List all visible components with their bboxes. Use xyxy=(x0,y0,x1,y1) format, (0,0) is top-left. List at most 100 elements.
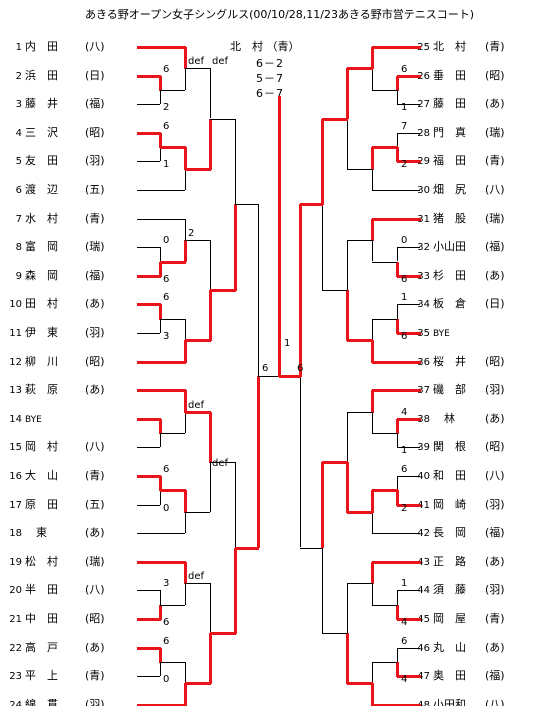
bracket-line xyxy=(159,476,162,492)
bracket-line xyxy=(372,489,398,493)
bracket-line xyxy=(347,67,373,71)
bracket-line xyxy=(137,590,160,592)
bracket-line xyxy=(397,274,421,278)
match-score: 0 xyxy=(163,235,170,247)
bracket-line xyxy=(397,590,420,592)
player-club: (福) xyxy=(85,268,105,282)
bracket-line xyxy=(397,476,420,477)
player-name: 三 沢 xyxy=(25,125,58,139)
bracket-line xyxy=(209,411,212,463)
player-number: 24 xyxy=(9,699,22,706)
player-number: 46 xyxy=(417,642,430,654)
bracket-line xyxy=(279,374,301,378)
player-club: (あ) xyxy=(85,383,105,397)
bracket-line xyxy=(160,89,161,105)
player-name: 東 xyxy=(25,526,47,540)
player-number: 32 xyxy=(417,242,430,254)
bracket-line xyxy=(210,68,211,119)
bracket-line xyxy=(185,511,210,513)
player-club: (日) xyxy=(485,297,505,311)
player-club: (瑞) xyxy=(485,211,505,225)
bracket-line xyxy=(137,131,161,135)
match-score: 6 xyxy=(163,617,170,628)
player-name: 林 xyxy=(433,411,455,425)
player-club: (羽) xyxy=(485,383,505,397)
player-number: 3 xyxy=(15,99,22,111)
bracket-line xyxy=(184,390,187,413)
player-club: (瑞) xyxy=(85,554,105,568)
bracket-line xyxy=(347,118,348,169)
bracket-line xyxy=(396,490,399,506)
player-name: 板 倉 xyxy=(433,297,466,311)
player-name: 杉 田 xyxy=(433,268,466,282)
player-club: (青) xyxy=(85,211,105,225)
bracket-line xyxy=(322,460,348,464)
player-name: 藤 井 xyxy=(25,97,58,111)
match-score: 6 xyxy=(401,63,408,75)
bracket-line xyxy=(372,583,373,605)
player-club: (青) xyxy=(85,469,105,482)
bracket-line xyxy=(184,561,187,585)
match-score: 0 xyxy=(163,502,170,514)
bracket-line xyxy=(397,89,398,105)
bracket-line xyxy=(372,433,397,435)
player-club: (昭) xyxy=(85,612,105,625)
player-number: 30 xyxy=(417,185,430,196)
bracket-line xyxy=(160,490,161,505)
final-score-set2: 5－7 xyxy=(256,72,284,85)
bracket-line xyxy=(160,661,161,677)
bracket-line xyxy=(372,68,373,90)
bracket-line xyxy=(372,604,397,606)
bracket-line xyxy=(185,318,186,341)
player-club: (青) xyxy=(485,40,505,53)
player-name: 柳 川 xyxy=(25,354,58,368)
bracket-line xyxy=(347,583,348,634)
match-score: def xyxy=(188,399,205,411)
bracket-line xyxy=(235,461,236,548)
match-score: def xyxy=(212,56,229,67)
bracket-line xyxy=(372,89,397,91)
match-score: 6 xyxy=(297,363,304,374)
player-number: 25 xyxy=(417,42,430,53)
bracket-line xyxy=(160,146,186,150)
bracket-line xyxy=(159,132,162,149)
bracket-line xyxy=(235,204,258,206)
bracket-line xyxy=(184,683,187,706)
bracket-line xyxy=(185,68,210,70)
player-name: 田 村 xyxy=(25,297,58,311)
bracket-line xyxy=(137,104,160,106)
player-club: (八) xyxy=(485,697,505,706)
bracket-line xyxy=(185,583,210,585)
player-name: 平 上 xyxy=(25,669,58,683)
player-club: (五) xyxy=(85,183,105,196)
bracket-line xyxy=(210,289,236,293)
bracket-line xyxy=(137,504,160,506)
player-name: 渡 辺 xyxy=(25,183,58,196)
player-number: 28 xyxy=(417,127,430,139)
bracket-line xyxy=(235,118,236,205)
bracket-line xyxy=(372,46,421,49)
match-score: 1 xyxy=(284,338,291,349)
bracket-line xyxy=(322,633,347,635)
bracket-line xyxy=(159,75,162,91)
bracket-line xyxy=(210,583,211,634)
player-number: 11 xyxy=(9,328,22,339)
player-name: 富 岡 xyxy=(25,240,58,254)
bracket-line xyxy=(321,461,324,549)
bracket-line xyxy=(372,318,373,341)
match-score: 0 xyxy=(401,235,408,247)
bracket-line xyxy=(300,203,323,207)
player-club: (羽) xyxy=(85,154,105,168)
player-entry: 18 東(あ) xyxy=(8,526,104,540)
bracket-line xyxy=(371,340,374,363)
